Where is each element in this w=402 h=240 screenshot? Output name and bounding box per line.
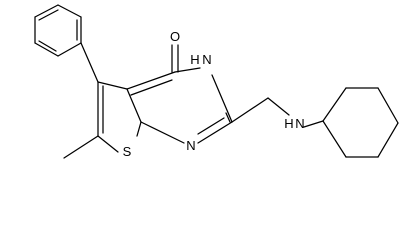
- methylene-bond-2: [267, 97, 290, 116]
- methylene-bond-1: [231, 97, 269, 123]
- carbonyl-oxygen-label: O: [170, 29, 180, 44]
- molecule-structure: O H N N S H N: [34, 4, 399, 159]
- ring-nitrogen-label: N: [186, 138, 195, 153]
- ring-nh-hydrogen-label: H: [190, 52, 199, 67]
- bond-phenyl-c5: [80, 42, 99, 83]
- ring-nh-nitrogen-label: N: [202, 52, 211, 67]
- phenyl-ring: [34, 4, 82, 57]
- cyclohexyl-ring: [322, 87, 399, 158]
- thiophene-ring: [97, 81, 142, 153]
- amine-cyclohexyl-bond: [303, 120, 324, 128]
- amine-nitrogen-label: N: [295, 116, 304, 131]
- pyrimidine-ring: [126, 67, 233, 144]
- amine-hydrogen-label: H: [284, 116, 293, 131]
- methyl-bond: [63, 135, 99, 159]
- sulfur-label: S: [123, 144, 132, 159]
